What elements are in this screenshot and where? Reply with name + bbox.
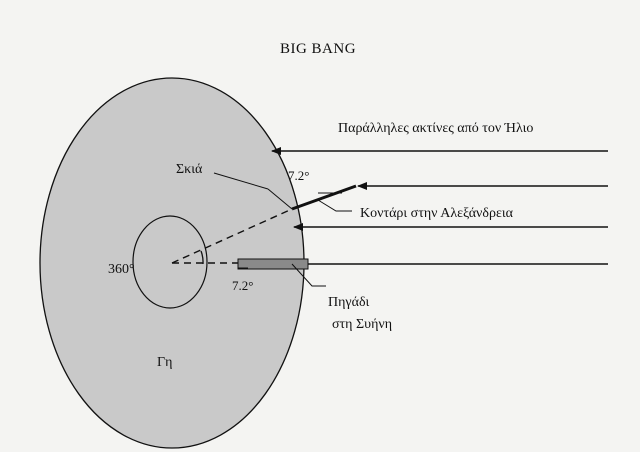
angle-top-label: 7.2° xyxy=(288,168,309,183)
shadow-leader xyxy=(213,172,269,190)
sun-rays-label: Παράλληλες ακτίνες από τον Ήλιο xyxy=(338,121,533,136)
earth-label: Γη xyxy=(157,355,172,370)
page-title: BIG BANG xyxy=(280,41,356,57)
center-circle xyxy=(132,215,208,309)
angle-center-label: 7.2° xyxy=(232,278,253,293)
full-circle-label: 360° xyxy=(108,262,135,277)
well-label-line1: Πηγάδι xyxy=(328,295,370,310)
shadow-line xyxy=(267,188,293,210)
pole-label: Κοντάρι στην Αλεξάνδρεια xyxy=(360,206,514,221)
radius-to-alexandria xyxy=(171,208,293,264)
well-leader xyxy=(291,263,326,287)
sun-rays xyxy=(251,147,608,268)
well-label-line2: στη Συήνη xyxy=(332,317,392,332)
pole-leader xyxy=(317,199,352,212)
center-angle-arc xyxy=(200,250,204,265)
well-shaft xyxy=(237,258,309,270)
shadow-label: Σκιά xyxy=(176,162,203,177)
pole xyxy=(291,184,357,211)
